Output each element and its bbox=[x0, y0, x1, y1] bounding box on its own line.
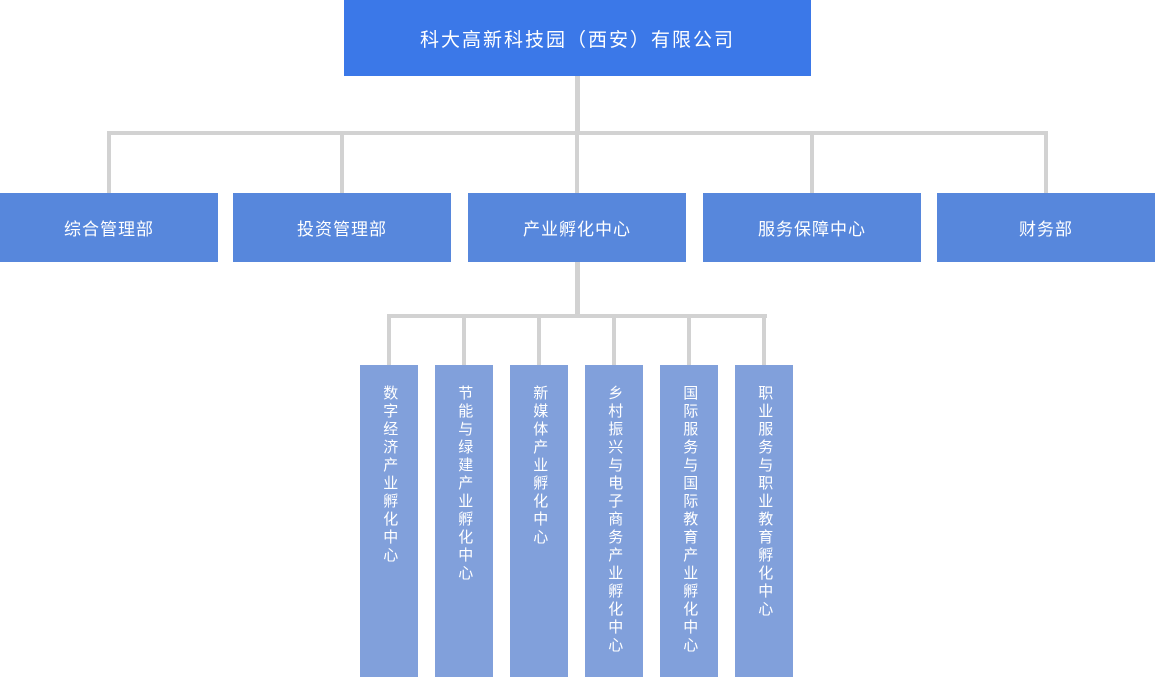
department-label: 产业孵化中心 bbox=[523, 220, 631, 239]
connector-drop-incubator-5 bbox=[687, 314, 691, 365]
incubator-label: 新媒体产业孵化中心 bbox=[531, 385, 549, 547]
connector-root-trunk bbox=[575, 76, 580, 135]
connector-drop-incubator-3 bbox=[537, 314, 541, 365]
incubator-box-vocational-service-education: 职业服务与职业教育孵化中心 bbox=[735, 365, 793, 677]
connector-incubation-trunk bbox=[575, 262, 580, 318]
department-label: 投资管理部 bbox=[297, 220, 387, 239]
connector-drop-dept-1 bbox=[107, 131, 111, 193]
incubator-box-energy-saving-green-building: 节能与绿建产业孵化中心 bbox=[435, 365, 493, 677]
department-label: 财务部 bbox=[1019, 220, 1073, 239]
incubator-label: 国际服务与国际教育产业孵化中心 bbox=[681, 385, 699, 655]
department-label: 综合管理部 bbox=[64, 220, 154, 239]
connector-incubator-rail bbox=[387, 314, 767, 318]
connector-drop-dept-4 bbox=[810, 131, 814, 193]
department-box-investment-management: 投资管理部 bbox=[233, 193, 451, 262]
incubator-box-digital-economy: 数字经济产业孵化中心 bbox=[360, 365, 418, 677]
department-box-general-management: 综合管理部 bbox=[0, 193, 218, 262]
connector-drop-incubator-6 bbox=[762, 314, 766, 365]
department-box-service-support: 服务保障中心 bbox=[703, 193, 921, 262]
incubator-label: 节能与绿建产业孵化中心 bbox=[456, 385, 474, 583]
department-box-finance: 财务部 bbox=[937, 193, 1155, 262]
connector-drop-dept-3 bbox=[575, 131, 579, 193]
connector-drop-incubator-1 bbox=[387, 314, 391, 365]
incubator-label: 职业服务与职业教育孵化中心 bbox=[756, 385, 774, 619]
connector-drop-dept-2 bbox=[340, 131, 344, 193]
connector-drop-incubator-2 bbox=[462, 314, 466, 365]
department-label: 服务保障中心 bbox=[758, 220, 866, 239]
department-box-industry-incubation: 产业孵化中心 bbox=[468, 193, 686, 262]
incubator-box-rural-revitalization-ecommerce: 乡村振兴与电子商务产业孵化中心 bbox=[585, 365, 643, 677]
incubator-box-new-media: 新媒体产业孵化中心 bbox=[510, 365, 568, 677]
connector-drop-incubator-4 bbox=[612, 314, 616, 365]
connector-drop-dept-5 bbox=[1044, 131, 1048, 193]
incubator-label: 乡村振兴与电子商务产业孵化中心 bbox=[606, 385, 624, 655]
root-company-label: 科大高新科技园（西安）有限公司 bbox=[419, 29, 735, 51]
incubator-label: 数字经济产业孵化中心 bbox=[381, 385, 399, 565]
incubator-box-international-service-education: 国际服务与国际教育产业孵化中心 bbox=[660, 365, 718, 677]
root-company-box: 科大高新科技园（西安）有限公司 bbox=[344, 0, 811, 76]
